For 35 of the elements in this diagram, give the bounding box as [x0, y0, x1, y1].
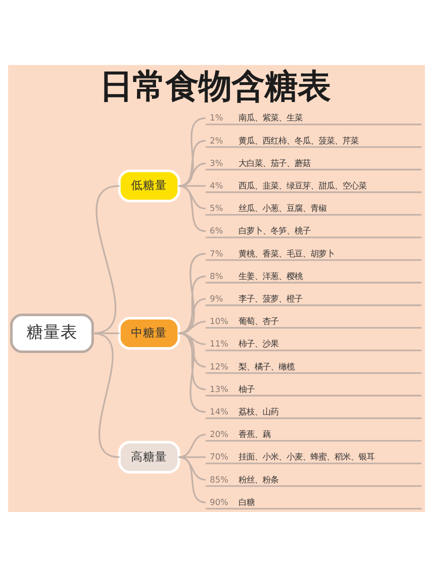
- node-text: 11% 柿子、沙果: [210, 338, 278, 348]
- node-text: 14% 荔枝、山药: [210, 406, 278, 416]
- node-box: 糖量表: [10, 313, 94, 352]
- node-text: 2% 黄瓜、西红柿、冬瓜、菠菜、芹菜: [210, 134, 358, 145]
- connector: [178, 252, 206, 334]
- node-text: 12% 梨、橘子、橄榄: [210, 360, 294, 371]
- diagram-title: 日常食物含糖表: [100, 66, 331, 106]
- node-box: 高糖量: [118, 440, 180, 473]
- connector: [178, 139, 206, 186]
- node-box: 低糖量: [118, 169, 180, 202]
- node-text: 3% 大白菜、茄子、蘑菇: [210, 157, 310, 168]
- node-text: 10% 葡萄、杏子: [210, 316, 278, 326]
- node-text: 8% 生姜、洋葱、樱桃: [210, 270, 302, 280]
- connector: [178, 275, 206, 334]
- node-text: 1% 南瓜、紫菜、生菜: [210, 112, 302, 122]
- connector: [178, 433, 206, 458]
- node-text: 85% 粉丝、粉条: [210, 474, 278, 484]
- connector: [178, 298, 206, 334]
- connector: [178, 184, 206, 186]
- node-text: 13% 柚子: [210, 383, 254, 394]
- node-text: 70% 挂面、小米、小麦、蜂蜜、稻米、银耳: [210, 451, 374, 462]
- node-text: 90% 白糖: [210, 496, 254, 506]
- node-text: 20% 香蕉、藕: [210, 428, 270, 439]
- connector: [178, 456, 206, 503]
- connector: [178, 162, 206, 186]
- connector: [178, 116, 206, 186]
- node-text: 9% 李子、菠萝、橙子: [210, 292, 302, 303]
- node-text: 6% 白萝卜、冬笋、桃子: [210, 225, 310, 236]
- connector: [92, 332, 120, 458]
- node-text: 5% 丝瓜、小葱、豆腐、青椒: [210, 202, 326, 213]
- node-text: 4% 西瓜、韭菜、绿豆芽、甜瓜、空心菜: [210, 180, 366, 190]
- node-text: 7% 黄桃、香菜、毛豆、胡萝卜: [210, 248, 334, 258]
- node-box: 中糖量: [118, 316, 180, 350]
- connector: [178, 184, 206, 209]
- connector: [178, 184, 206, 232]
